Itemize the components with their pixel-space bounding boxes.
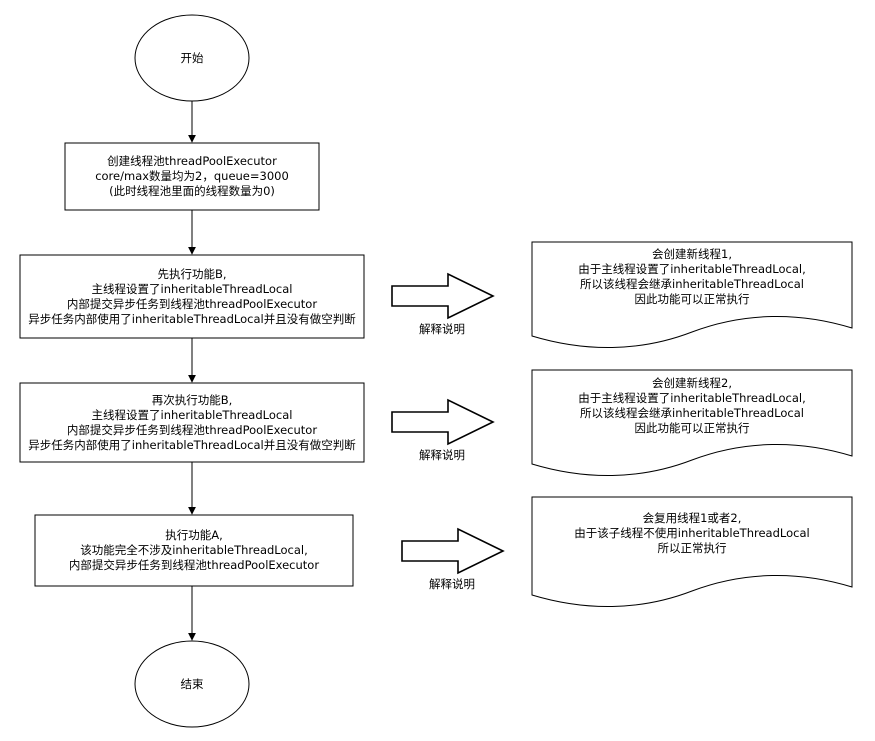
note-1-shape bbox=[531, 241, 853, 349]
explain-arrow-1 bbox=[391, 272, 495, 320]
note-2-line: 所以该线程会继承inheritableThreadLocal bbox=[580, 406, 804, 420]
start-label: 开始 bbox=[180, 50, 204, 65]
step2-line: 异步任务内部使用了inheritableThreadLocal并且没有做空判断 bbox=[28, 311, 356, 326]
step3-line: 再次执行功能B, bbox=[151, 392, 233, 407]
note-3: 会复用线程1或者2, 由于该子线程不使用inheritableThreadLoc… bbox=[532, 511, 852, 559]
note-2-line: 由于主线程设置了inheritableThreadLocal, bbox=[578, 391, 806, 405]
start-node: 开始 bbox=[135, 15, 249, 101]
note-3-line: 所以正常执行 bbox=[657, 541, 727, 555]
step3-line: 主线程设置了inheritableThreadLocal bbox=[91, 407, 293, 422]
note-1-line: 会创建新线程1, bbox=[652, 247, 732, 261]
note-2-shape bbox=[531, 369, 853, 477]
step2-box bbox=[19, 254, 365, 339]
step4-run-feature-a: 执行功能A, 该功能完全不涉及inheritableThreadLocal, 内… bbox=[35, 515, 353, 586]
end-node: 结束 bbox=[135, 641, 249, 727]
note-1-line: 因此功能可以正常执行 bbox=[634, 292, 750, 306]
step4-line: 该功能完全不涉及inheritableThreadLocal, bbox=[80, 543, 308, 557]
end-node-shape bbox=[134, 640, 250, 728]
note-1-line: 由于主线程设置了inheritableThreadLocal, bbox=[578, 262, 806, 276]
explain-arrow-3 bbox=[401, 527, 505, 575]
note-1-line: 所以该线程会继承inheritableThreadLocal bbox=[580, 277, 804, 291]
step1-line: core/max数量均为2，queue=3000 bbox=[95, 169, 289, 183]
step4-line: 内部提交异步任务到线程池threadPoolExecutor bbox=[68, 558, 320, 572]
step1-create-pool: 创建线程池threadPoolExecutor core/max数量均为2，qu… bbox=[65, 143, 319, 210]
note-1: 会创建新线程1, 由于主线程设置了inheritableThreadLocal,… bbox=[532, 247, 852, 309]
step1-line: 创建线程池threadPoolExecutor bbox=[107, 154, 277, 168]
note-2-line: 因此功能可以正常执行 bbox=[634, 421, 750, 435]
step2-run-feature-b: 先执行功能B, 主线程设置了inheritableThreadLocal 内部提… bbox=[20, 255, 364, 338]
explain-arrow-2-label: 解释说明 bbox=[419, 448, 465, 462]
end-label: 结束 bbox=[180, 676, 204, 691]
step4-box bbox=[34, 514, 354, 587]
step2-line: 内部提交异步任务到线程池threadPoolExecutor bbox=[66, 296, 318, 311]
note-3-line: 由于该子线程不使用inheritableThreadLocal bbox=[574, 526, 810, 540]
note-2-line: 会创建新线程2, bbox=[652, 376, 732, 390]
note-3-line: 会复用线程1或者2, bbox=[642, 511, 742, 525]
step3-box bbox=[19, 382, 365, 463]
note-2: 会创建新线程2, 由于主线程设置了inheritableThreadLocal,… bbox=[532, 376, 852, 438]
step1-line: (此时线程池里面的线程数量为0) bbox=[109, 184, 275, 198]
note-3-shape bbox=[531, 496, 853, 608]
step2-line: 主线程设置了inheritableThreadLocal bbox=[91, 281, 293, 296]
step3-run-feature-b-again: 再次执行功能B, 主线程设置了inheritableThreadLocal 内部… bbox=[20, 383, 364, 462]
explain-arrow-3-label: 解释说明 bbox=[429, 577, 475, 591]
step3-line: 内部提交异步任务到线程池threadPoolExecutor bbox=[66, 422, 318, 437]
explain-arrow-1-label: 解释说明 bbox=[419, 322, 465, 336]
explain-arrow-2 bbox=[391, 398, 495, 446]
step4-line: 执行功能A, bbox=[165, 528, 223, 542]
step2-line: 先执行功能B, bbox=[157, 266, 227, 281]
step3-line: 异步任务内部使用了inheritableThreadLocal并且没有做空判断 bbox=[28, 437, 356, 452]
